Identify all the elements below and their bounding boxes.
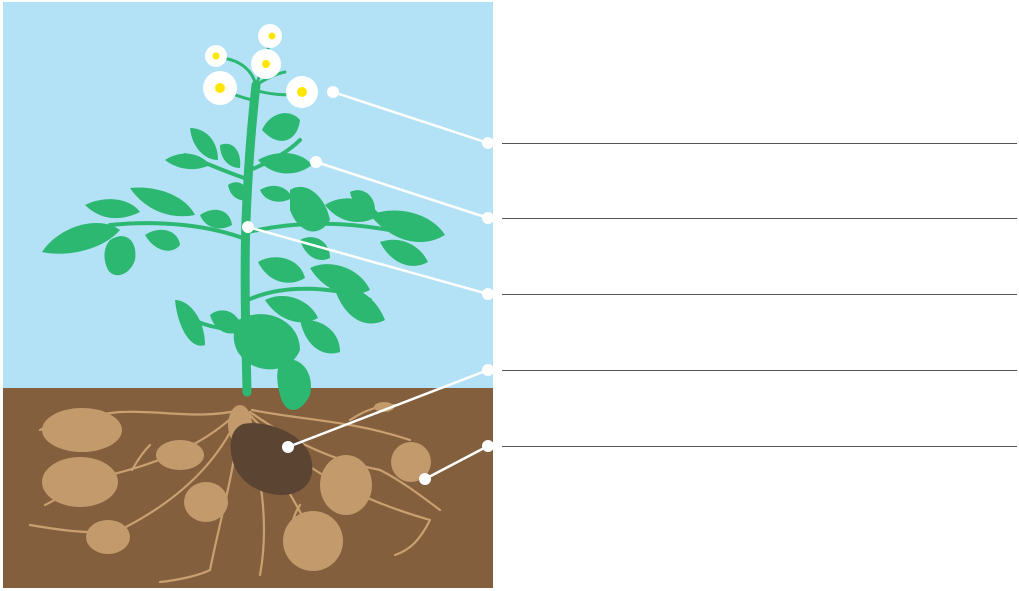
label-line-5[interactable] xyxy=(502,446,1017,447)
flower xyxy=(286,76,318,108)
label-text-2 xyxy=(508,195,1013,217)
pointer-dot xyxy=(327,86,339,98)
pointer-dot xyxy=(482,440,494,452)
tuber xyxy=(42,457,118,507)
pointer-dot xyxy=(419,473,431,485)
pointer-dot xyxy=(282,441,294,453)
label-text-5 xyxy=(508,423,1013,445)
tuber xyxy=(283,511,343,571)
label-text-4 xyxy=(508,347,1013,369)
pointer-dot xyxy=(310,156,322,168)
pointer-dot xyxy=(242,221,254,233)
tuber xyxy=(42,408,122,452)
flower xyxy=(203,71,237,105)
flower xyxy=(251,49,281,79)
label-line-3[interactable] xyxy=(502,294,1017,295)
label-text-1 xyxy=(508,120,1013,142)
pointer-dot xyxy=(482,288,494,300)
flower xyxy=(258,24,282,48)
tuber xyxy=(320,455,372,515)
pointer-dot xyxy=(482,212,494,224)
label-text-3 xyxy=(508,271,1013,293)
flower xyxy=(205,45,227,67)
tuber xyxy=(86,520,130,554)
tuber xyxy=(156,440,204,470)
label-line-2[interactable] xyxy=(502,218,1017,219)
pointer-dot xyxy=(482,364,494,376)
label-line-4[interactable] xyxy=(502,370,1017,371)
tuber xyxy=(184,482,228,522)
pointer-dot xyxy=(482,137,494,149)
label-line-1[interactable] xyxy=(502,143,1017,144)
